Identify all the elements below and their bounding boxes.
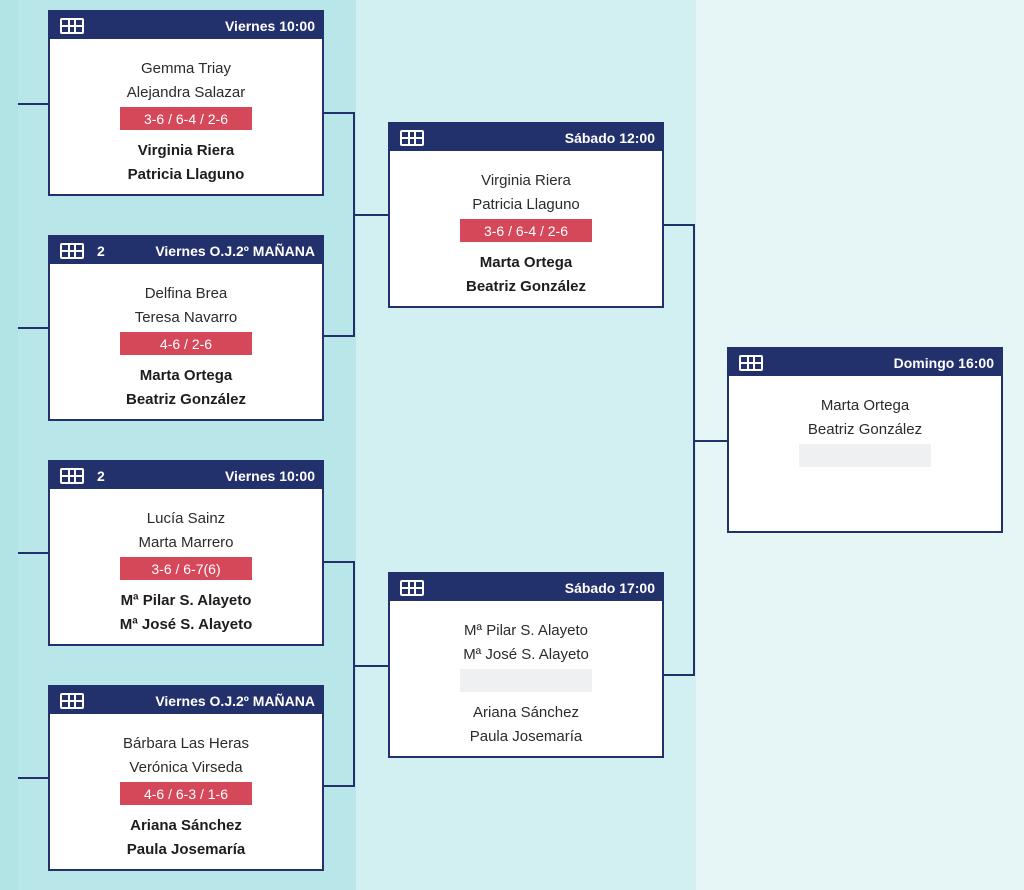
- team1-player1: Marta Ortega: [820, 397, 910, 414]
- team2-player1: Ariana Sánchez: [473, 704, 579, 721]
- connector-r1-bottom: [323, 561, 355, 787]
- team1-player2: Verónica Virseda: [129, 758, 243, 776]
- match-header: Sábado 12:00: [390, 124, 662, 151]
- team1-player2: Patricia Llaguno: [472, 195, 580, 213]
- team2-player2: Paula Josemaría: [469, 727, 583, 745]
- team1-player1: Gemma Triay: [140, 60, 231, 77]
- team2-player2: Patricia Llaguno: [127, 165, 245, 183]
- match-header: Viernes O.J.2º MAÑANA: [50, 687, 322, 714]
- match-card-r2m1[interactable]: Sábado 12:00 Virginia Riera Patricia Lla…: [388, 122, 664, 308]
- score-badge: 3-6 / 6-4 / 2-6: [120, 107, 252, 130]
- score-badge: 4-6 / 2-6: [120, 332, 252, 355]
- team2-player2: Mª José S. Alayeto: [119, 615, 253, 633]
- court-number: 2: [97, 242, 105, 259]
- score-badge: 3-6 / 6-4 / 2-6: [460, 219, 592, 242]
- team1-player1: Bárbara Las Heras: [123, 735, 249, 752]
- team2-player1: Ariana Sánchez: [130, 817, 242, 834]
- match-card-r1m1[interactable]: Viernes 10:00 Gemma Triay Alejandra Sala…: [48, 10, 324, 196]
- match-datetime: Sábado 12:00: [564, 129, 655, 146]
- team2-player1: Virginia Riera: [137, 142, 235, 159]
- team1-player1: Delfina Brea: [144, 285, 228, 302]
- team2-player1: Marta Ortega: [479, 254, 573, 271]
- match-datetime: Viernes 10:00: [224, 467, 315, 484]
- court-icon: [60, 17, 84, 34]
- match-datetime: Viernes 10:00: [224, 17, 315, 34]
- court-number: 2: [97, 467, 105, 484]
- court-icon: [60, 692, 84, 709]
- team1-player2: Marta Marrero: [138, 533, 234, 551]
- court-icon: [400, 579, 424, 596]
- match-header: Viernes 10:00: [50, 12, 322, 39]
- team1-player1: Mª Pilar S. Alayeto: [464, 622, 588, 639]
- score-badge: 3-6 / 6-7(6): [120, 557, 252, 580]
- connector-r2: [663, 224, 695, 676]
- team2-player2: Beatriz González: [125, 390, 247, 408]
- team1-player2: Alejandra Salazar: [126, 83, 246, 101]
- court-icon: [400, 129, 424, 146]
- team2-player1: Marta Ortega: [139, 367, 233, 384]
- match-card-r1m2[interactable]: 2 Viernes O.J.2º MAÑANA Delfina Brea Ter…: [48, 235, 324, 421]
- court-icon: [739, 354, 763, 371]
- match-header: 2 Viernes O.J.2º MAÑANA: [50, 237, 322, 264]
- score-badge: 4-6 / 6-3 / 1-6: [120, 782, 252, 805]
- team1-player2: Mª José S. Alayeto: [463, 645, 589, 663]
- match-card-r1m4[interactable]: Viernes O.J.2º MAÑANA Bárbara Las Heras …: [48, 685, 324, 871]
- match-datetime: Domingo 16:00: [893, 354, 994, 371]
- connector-r1-top: [323, 112, 355, 337]
- court-icon: [60, 242, 84, 259]
- match-header: 2 Viernes 10:00: [50, 462, 322, 489]
- score-badge-empty: [799, 444, 931, 467]
- team2-player1: Mª Pilar S. Alayeto: [120, 592, 252, 609]
- score-badge-empty: [460, 669, 592, 692]
- match-datetime: Viernes O.J.2º MAÑANA: [155, 692, 315, 709]
- match-card-r2m2[interactable]: Sábado 17:00 Mª Pilar S. Alayeto Mª José…: [388, 572, 664, 758]
- match-card-final[interactable]: Domingo 16:00 Marta Ortega Beatriz Gonzá…: [727, 347, 1003, 533]
- match-header: Sábado 17:00: [390, 574, 662, 601]
- bracket-edge-column: [0, 0, 18, 890]
- match-datetime: Sábado 17:00: [564, 579, 655, 596]
- team1-player1: Lucía Sainz: [146, 510, 226, 527]
- team2-player2: Paula Josemaría: [126, 840, 246, 858]
- team1-player2: Beatriz González: [807, 420, 923, 438]
- team1-player1: Virginia Riera: [481, 172, 571, 189]
- team1-player2: Teresa Navarro: [134, 308, 238, 326]
- match-header: Domingo 16:00: [729, 349, 1001, 376]
- court-icon: [60, 467, 84, 484]
- team2-player2: Beatriz González: [465, 277, 587, 295]
- match-card-r1m3[interactable]: 2 Viernes 10:00 Lucía Sainz Marta Marrer…: [48, 460, 324, 646]
- match-datetime: Viernes O.J.2º MAÑANA: [155, 242, 315, 259]
